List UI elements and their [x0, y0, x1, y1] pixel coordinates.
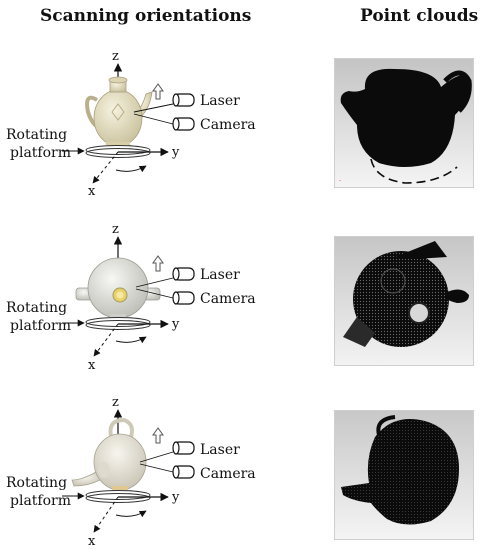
laser-label-2: Laser — [200, 267, 240, 283]
y-axis-label-3: y — [171, 490, 180, 505]
laser-label-1: Laser — [200, 93, 240, 109]
laser-label-3: Laser — [200, 442, 240, 458]
rotating-platform-label-2b: platform — [10, 318, 71, 334]
teapot-sideways — [75, 257, 161, 320]
orientation-2: z x y Rotating platform Laser Camera — [6, 222, 256, 373]
svg-text:·: · — [339, 177, 341, 185]
x-axis-1 — [92, 151, 119, 184]
rotation-arrow-2 — [115, 336, 147, 344]
rotating-platform-label-2: Rotating — [6, 300, 67, 316]
y-axis-label-1: y — [171, 145, 180, 160]
camera-icon — [172, 291, 195, 305]
rotation-arrow-1 — [115, 165, 147, 173]
scan-direction-arrow-1 — [152, 83, 164, 100]
x-axis-2 — [93, 323, 119, 357]
rotating-platform-label-3: Rotating — [6, 475, 67, 491]
teapot-upright — [85, 76, 153, 148]
laser-icon — [172, 267, 195, 281]
orientation-3: z x y Rotating platform Laser Camera — [6, 395, 256, 549]
camera-label-1: Camera — [200, 117, 256, 133]
laser-icon — [172, 93, 195, 107]
rotating-platform-label-1b: platform — [10, 145, 71, 161]
point-cloud-panel-1: · — [334, 58, 474, 188]
teapot-tilted — [71, 417, 147, 492]
header-point-clouds: Point clouds — [360, 6, 479, 26]
rotating-platform-label-1: Rotating — [6, 127, 67, 143]
z-axis-label-3: z — [112, 395, 119, 410]
camera-icon — [172, 117, 195, 131]
scan-direction-arrow-3 — [152, 427, 164, 444]
camera-icon — [172, 465, 195, 479]
y-axis-label-2: y — [171, 317, 180, 332]
scan-direction-arrow-2 — [152, 255, 164, 272]
z-axis-label-2: z — [112, 222, 119, 237]
laser-icon — [172, 441, 195, 455]
orientation-1: z x y Rotating platform — [6, 49, 256, 199]
z-axis-label-1: z — [112, 49, 119, 64]
x-axis-3 — [93, 496, 119, 533]
camera-label-2: Camera — [200, 291, 256, 307]
point-cloud-panel-2 — [334, 236, 474, 366]
x-axis-label-2: x — [88, 358, 96, 373]
x-axis-label-3: x — [88, 534, 96, 549]
x-axis-label-1: x — [88, 184, 96, 199]
rotation-arrow-3 — [115, 510, 147, 518]
camera-label-3: Camera — [200, 466, 256, 482]
rotating-platform-label-3b: platform — [10, 493, 71, 509]
header-scanning-orientations: Scanning orientations — [40, 6, 252, 26]
point-cloud-panel-3 — [334, 410, 474, 540]
